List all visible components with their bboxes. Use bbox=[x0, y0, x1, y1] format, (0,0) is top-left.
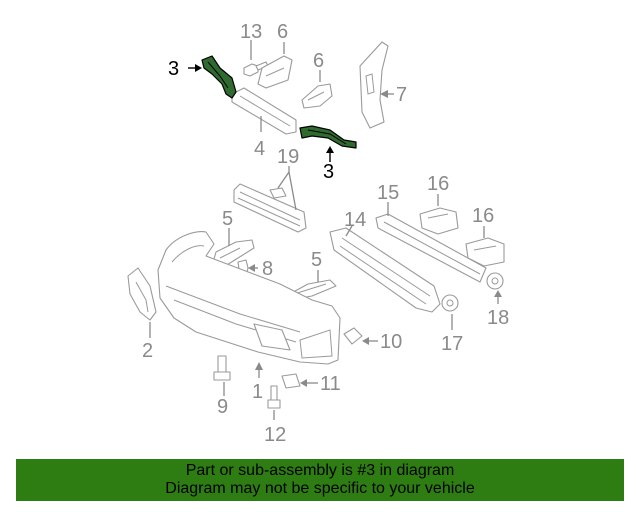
part-3-bracket-lower[interactable] bbox=[299, 125, 357, 149]
callout-6a: 6 bbox=[277, 21, 288, 43]
part-10-clip[interactable] bbox=[343, 327, 363, 345]
parts-diagram: 13 6 6 7 4 3 3 bbox=[127, 21, 509, 446]
callout-9: 9 bbox=[217, 396, 228, 418]
callout-3b: 3 bbox=[323, 161, 334, 183]
callout-7: 7 bbox=[396, 84, 407, 106]
part-19-grille[interactable] bbox=[233, 183, 307, 233]
part-17-nut[interactable] bbox=[441, 294, 459, 312]
part-16-bracket-left[interactable] bbox=[419, 207, 459, 235]
callout-4: 4 bbox=[254, 138, 265, 160]
callout-15: 15 bbox=[377, 182, 399, 204]
callout-10: 10 bbox=[380, 331, 402, 353]
lead-19 bbox=[277, 166, 297, 211]
part-4-rail[interactable] bbox=[231, 87, 297, 135]
part-7-panel[interactable] bbox=[359, 41, 389, 129]
part-3-bracket-upper[interactable] bbox=[201, 55, 237, 99]
callout-17: 17 bbox=[441, 333, 463, 355]
callout-8: 8 bbox=[262, 258, 273, 280]
part-9-bolt[interactable] bbox=[213, 355, 231, 381]
notice-line-1: Part or sub-assembly is #3 in diagram bbox=[185, 462, 455, 479]
callout-2: 2 bbox=[142, 340, 153, 362]
callout-1: 1 bbox=[252, 381, 263, 403]
callout-13: 13 bbox=[240, 21, 262, 43]
notice-line-2: Diagram may not be specific to your vehi… bbox=[165, 480, 475, 497]
part-14-reinforcement[interactable] bbox=[329, 227, 441, 313]
callout-12: 12 bbox=[264, 424, 286, 446]
part-18-nut[interactable] bbox=[486, 272, 504, 290]
callout-11: 11 bbox=[320, 373, 341, 395]
part-16-bracket-right[interactable] bbox=[465, 237, 505, 267]
part-11-clip[interactable] bbox=[281, 373, 301, 389]
part-15-absorber[interactable] bbox=[375, 213, 487, 283]
part-12-bolt[interactable] bbox=[267, 385, 281, 409]
part-2-side-bracket[interactable] bbox=[127, 267, 157, 321]
part-6-bracket-upper[interactable] bbox=[257, 55, 293, 89]
callout-3a: 3 bbox=[168, 58, 179, 80]
callout-5b: 5 bbox=[311, 249, 322, 271]
callout-6b: 6 bbox=[313, 50, 324, 72]
notice-banner: Part or sub-assembly is #3 in diagram Di… bbox=[16, 459, 624, 501]
part-6-bracket-lower[interactable] bbox=[301, 83, 333, 109]
callout-19: 19 bbox=[277, 146, 299, 168]
callout-16a: 16 bbox=[427, 173, 449, 195]
callout-14: 14 bbox=[344, 209, 366, 231]
part-1-bumper-cover[interactable] bbox=[157, 231, 341, 365]
callout-16b: 16 bbox=[472, 205, 494, 227]
callout-5a: 5 bbox=[222, 208, 233, 230]
callout-18: 18 bbox=[487, 307, 509, 329]
lead-14 bbox=[345, 225, 353, 237]
